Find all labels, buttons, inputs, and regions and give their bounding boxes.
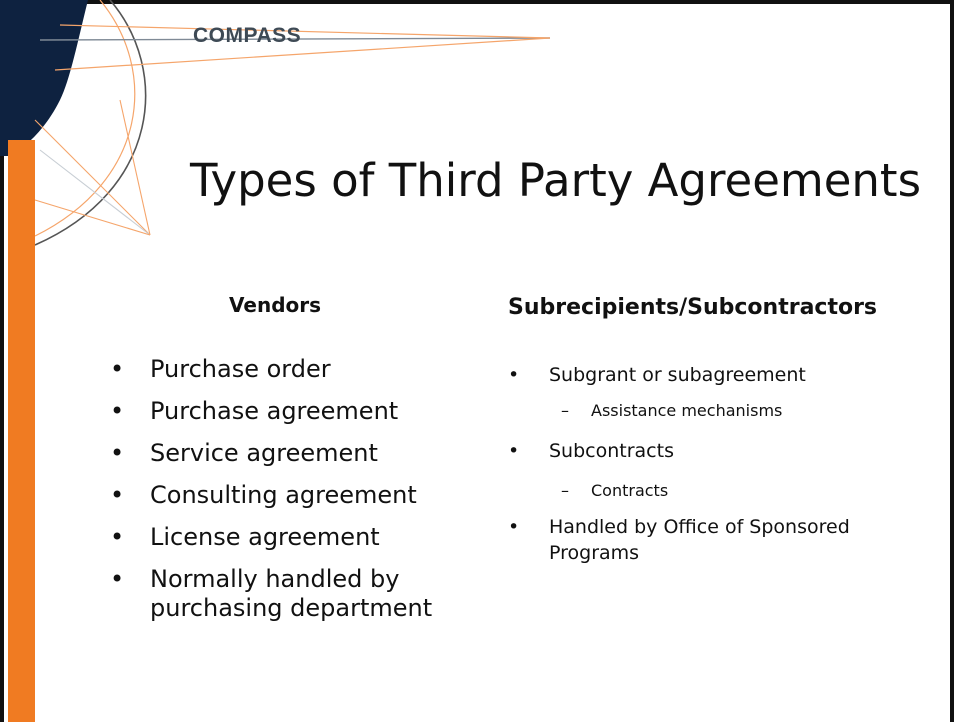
orange-diagonal-1 [34, 119, 151, 236]
list-item: • Subgrant or subagreement [508, 362, 928, 388]
navy-arc-shape [0, 0, 88, 156]
compass-decoration [0, 0, 551, 246]
gray-diagonal [39, 149, 151, 236]
dash: – [561, 481, 569, 500]
list-item: • License agreement [110, 523, 470, 552]
list-item: • Normally handled by purchasing departme… [110, 565, 470, 623]
list-item: • Handled by Office of Sponsored Programs [508, 514, 928, 566]
bullet: • [110, 481, 125, 509]
sub-list-item: – Contracts [508, 478, 928, 504]
vendors-list: • Purchase order • Purchase agreement • Ser… [110, 355, 470, 636]
list-item-text: Service agreement [150, 439, 378, 467]
list-item: • Purchase agreement [110, 397, 470, 426]
bullet: • [508, 364, 520, 386]
list-item-text: Subgrant or subagreement [549, 364, 806, 386]
bullet: • [110, 523, 125, 551]
gray-arc-outer [34, 0, 147, 246]
orange-arc [34, 0, 136, 237]
sub-list-item: – Assistance mechanisms [508, 398, 928, 424]
list-item: • Consulting agreement [110, 481, 470, 510]
dash: – [561, 401, 569, 420]
frame-top-border [0, 0, 954, 4]
orange-needle-upper [59, 24, 551, 39]
list-item-text: Purchase order [150, 355, 331, 383]
list-item-text: Normally handled by purchasing departmen… [150, 565, 433, 622]
bullet: • [110, 439, 125, 467]
bullet: • [110, 355, 125, 383]
subrecipients-list: • Subgrant or subagreement – Assistance me… [508, 362, 928, 576]
list-item-text: Subcontracts [549, 440, 674, 462]
subrecipients-heading: Subrecipients/Subcontractors [508, 295, 878, 320]
orange-diagonal-2 [119, 99, 151, 236]
list-item-text: Consulting agreement [150, 481, 417, 509]
list-item-text: Handled by Office of Sponsored Programs [549, 516, 850, 564]
bullet: • [508, 440, 520, 462]
list-item-text: Purchase agreement [150, 397, 399, 425]
orange-side-bar [8, 140, 35, 722]
orange-diagonal-3 [34, 199, 151, 236]
bullet: • [508, 516, 520, 538]
frame-left-border [0, 0, 4, 722]
compass-logo: COMPASS [193, 24, 302, 47]
orange-needle-lower [54, 37, 551, 71]
list-item: • Subcontracts [508, 438, 928, 464]
sub-list-item-text: Contracts [591, 481, 669, 500]
frame-right-border [950, 0, 954, 722]
gray-needle-line [39, 37, 551, 41]
list-item: • Service agreement [110, 439, 470, 468]
list-item-text: License agreement [150, 523, 380, 551]
sub-list-item-text: Assistance mechanisms [591, 401, 783, 420]
bullet: • [110, 565, 125, 593]
vendors-heading: Vendors [229, 293, 322, 317]
list-item: • Purchase order [110, 355, 470, 384]
bullet: • [110, 397, 125, 425]
slide-title: Types of Third Party Agreements [190, 154, 922, 207]
